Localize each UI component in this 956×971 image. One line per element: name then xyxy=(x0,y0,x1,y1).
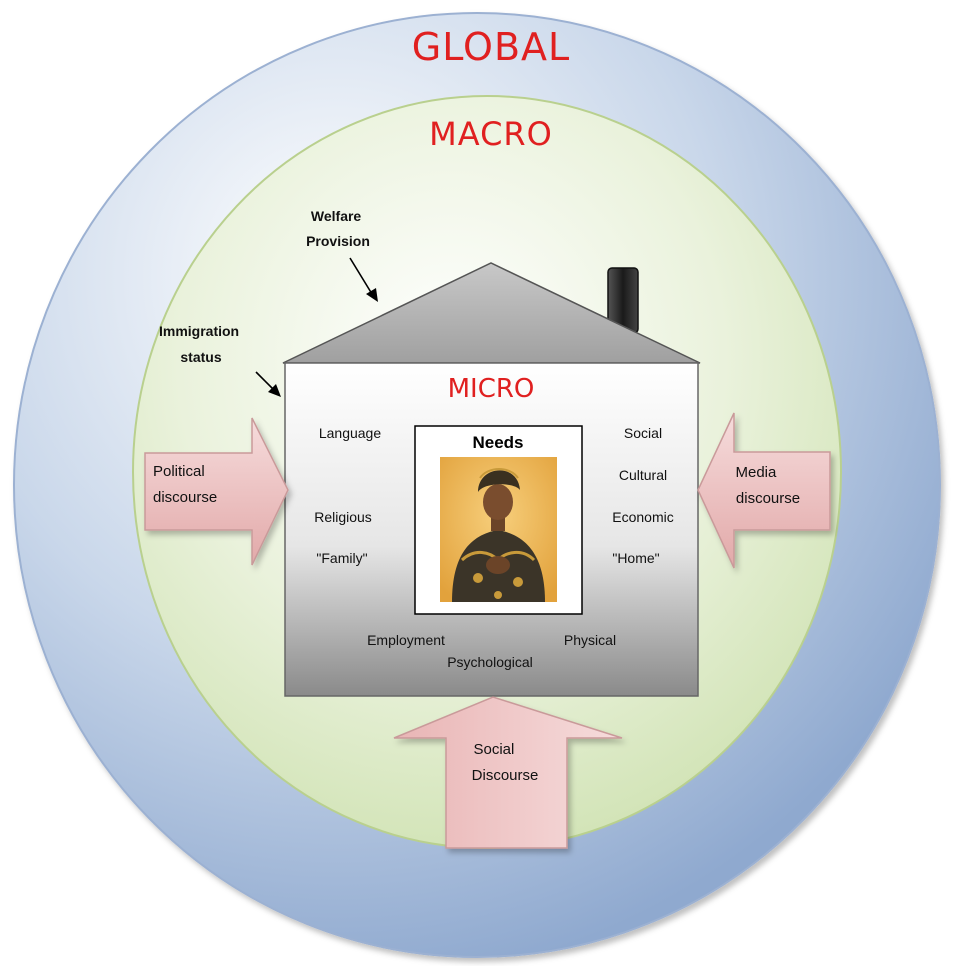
need-economic: Economic xyxy=(612,509,673,525)
welfare-pointer-arrow xyxy=(349,257,378,302)
portrait-image xyxy=(440,457,557,602)
need-language: Language xyxy=(319,425,382,441)
welfare-line-2: Provision xyxy=(306,233,370,249)
need-employment: Employment xyxy=(367,632,445,648)
immigration-line-2: status xyxy=(180,349,221,365)
need-social: Social xyxy=(624,425,662,441)
immigration-pointer-arrow xyxy=(255,371,281,397)
media-discourse-arrow xyxy=(697,412,831,569)
social-line-1: Social xyxy=(473,741,514,758)
media-line-1: Media xyxy=(735,464,777,481)
immigration-status-label: Immigration status xyxy=(159,323,243,365)
political-line-2: discourse xyxy=(153,489,217,506)
political-discourse-label: Political discourse xyxy=(153,463,217,506)
need-physical: Physical xyxy=(564,632,616,648)
micro-label: MICRO xyxy=(448,374,535,404)
welfare-provision-label: Welfare Provision xyxy=(306,208,370,249)
needs-title: Needs xyxy=(472,433,523,452)
social-discourse-label: Social Discourse xyxy=(472,741,539,784)
welfare-line-1: Welfare xyxy=(311,208,362,224)
need-religious: Religious xyxy=(314,509,372,525)
social-line-2: Discourse xyxy=(472,767,539,784)
need-home: "Home" xyxy=(612,550,659,566)
political-discourse-arrow xyxy=(144,417,289,566)
immigration-line-1: Immigration xyxy=(159,323,239,339)
need-family: "Family" xyxy=(316,550,367,566)
social-discourse-arrow xyxy=(393,696,623,849)
macro-label: MACRO xyxy=(429,115,553,153)
media-line-2: discourse xyxy=(736,490,800,507)
need-cultural: Cultural xyxy=(619,467,667,483)
global-label: GLOBAL xyxy=(412,25,570,69)
need-psychological: Psychological xyxy=(447,654,533,670)
political-line-1: Political xyxy=(153,463,205,480)
media-discourse-label: Media discourse xyxy=(735,464,800,507)
